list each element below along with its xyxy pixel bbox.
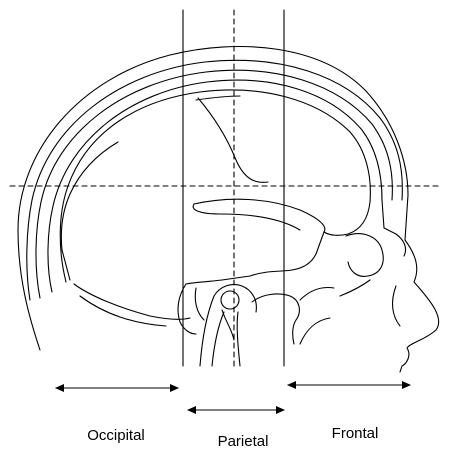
reference-lines (10, 10, 440, 366)
cerebellum (74, 284, 204, 334)
brainstem (200, 284, 334, 366)
frontal-label: Frontal (332, 426, 379, 441)
parietal-label: Parietal (218, 434, 269, 449)
skull-layers (27, 60, 403, 300)
region-arrows (56, 385, 410, 410)
brain-outline (60, 90, 370, 284)
occipital-label: Occipital (87, 428, 145, 443)
head-outline (18, 47, 439, 372)
face-detail (340, 228, 406, 326)
